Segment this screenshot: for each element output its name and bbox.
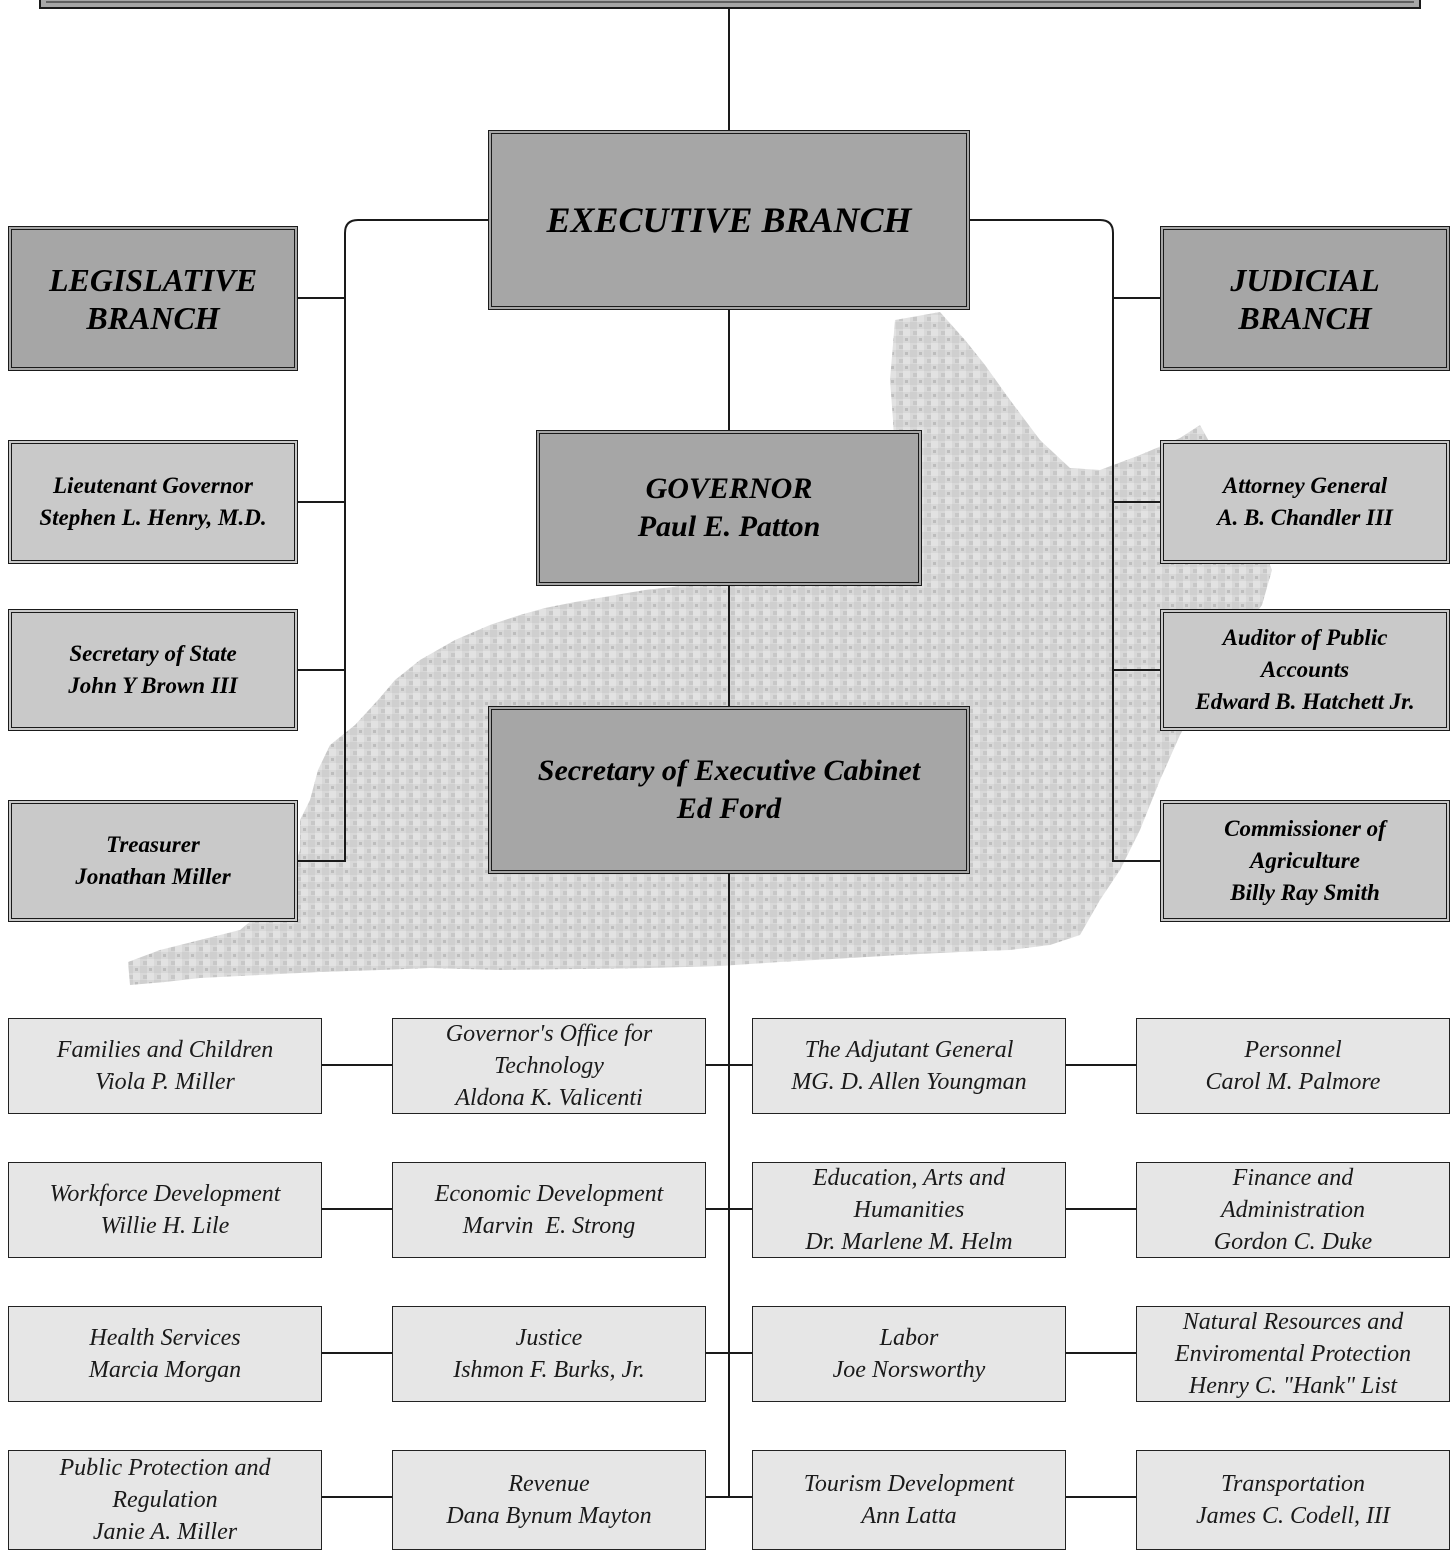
- cabinet-title: Tourism Development: [803, 1471, 1015, 1497]
- cabinet-public-protection: Public Protection and Regulation Janie A…: [8, 1450, 322, 1550]
- cabinet-secretary-name: Viola P. Miller: [95, 1069, 235, 1095]
- lieutenant-governor-name: Stephen L. Henry, M.D.: [39, 505, 267, 530]
- cabinet-secretary-name: Carol M. Palmore: [1205, 1069, 1381, 1095]
- attorney-general-name: A. B. Chandler III: [1217, 505, 1393, 530]
- kentucky-map-silhouette: [128, 312, 1272, 985]
- cabinet-secretary-name: Dana Bynum Mayton: [446, 1503, 652, 1529]
- cabinet-title: Families and Children: [56, 1037, 274, 1063]
- legislative-branch-box: LEGISLATIVE BRANCH: [8, 226, 298, 371]
- cabinet-secretary-name: Aldona K. Valicenti: [455, 1085, 643, 1111]
- cabinet-natural-resources: Natural Resources and Enviromental Prote…: [1136, 1306, 1450, 1402]
- cabinet-title: Governor's Office for: [445, 1021, 653, 1047]
- auditor-box: Auditor of Public Accounts Edward B. Hat…: [1160, 609, 1450, 731]
- cabinet-title: Humanities: [853, 1197, 965, 1223]
- cabinet-title: Workforce Development: [49, 1181, 281, 1207]
- judicial-branch-line-2: BRANCH: [1238, 299, 1372, 336]
- cabinet-title: Revenue: [508, 1471, 590, 1497]
- cabinet-adjutant-general: The Adjutant General MG. D. Allen Youngm…: [752, 1018, 1066, 1114]
- secretary-of-state-title: Secretary of State: [69, 641, 237, 666]
- cabinet-tourism: Tourism Development Ann Latta: [752, 1450, 1066, 1550]
- secretary-of-state-box: Secretary of State John Y Brown III: [8, 609, 298, 731]
- cabinet-revenue: Revenue Dana Bynum Mayton: [392, 1450, 706, 1550]
- auditor-name: Edward B. Hatchett Jr.: [1195, 689, 1415, 714]
- judicial-branch-line-1: JUDICIAL: [1230, 261, 1380, 298]
- cabinet-title: Public Protection and: [59, 1455, 271, 1481]
- cabinet-transportation: Transportation James C. Codell, III: [1136, 1450, 1450, 1550]
- cabinet-title: Regulation: [112, 1487, 218, 1513]
- governor-box: GOVERNOR Paul E. Patton: [536, 430, 922, 586]
- executive-branch-box: EXECUTIVE BRANCH: [488, 130, 970, 310]
- cabinet-title: Economic Development: [434, 1181, 664, 1207]
- cabinet-title: Education, Arts and: [812, 1165, 1006, 1191]
- agriculture-name: Billy Ray Smith: [1230, 880, 1380, 905]
- executive-branch-title: EXECUTIVE BRANCH: [546, 200, 912, 240]
- cabinet-economic-development: Economic Development Marvin E. Strong: [392, 1162, 706, 1258]
- cabinet-secretary-name: MG. D. Allen Youngman: [791, 1069, 1027, 1095]
- cabinet-title: Technology: [494, 1053, 604, 1079]
- cabinet-secretary-name: Gordon C. Duke: [1213, 1229, 1373, 1255]
- connector-lines: [297, 8, 1160, 1498]
- auditor-line-1: Auditor of Public: [1222, 625, 1388, 650]
- lieutenant-governor-title: Lieutenant Governor: [53, 473, 253, 498]
- cabinet-secretary-name: Ishmon F. Burks, Jr.: [453, 1357, 645, 1383]
- cabinet-title: Personnel: [1244, 1037, 1342, 1063]
- cabinet-title: Enviromental Protection: [1174, 1341, 1412, 1367]
- agriculture-line-2: Agriculture: [1250, 848, 1360, 873]
- legislative-branch-line-1: LEGISLATIVE: [48, 261, 258, 298]
- cabinet-secretary-name: Janie A. Miller: [92, 1519, 238, 1545]
- top-banner-box: [39, 0, 1421, 9]
- agriculture-commissioner-box: Commissioner of Agriculture Billy Ray Sm…: [1160, 800, 1450, 922]
- attorney-general-title: Attorney General: [1222, 473, 1388, 498]
- cabinet-secretary-name: James C. Codell, III: [1196, 1503, 1390, 1529]
- cabinet-secretary-name: Joe Norsworthy: [832, 1357, 986, 1383]
- cabinet-title: Transportation: [1220, 1471, 1366, 1497]
- legislative-branch-line-2: BRANCH: [86, 299, 220, 336]
- governor-title: GOVERNOR: [645, 472, 813, 505]
- cabinet-secretary-box: Secretary of Executive Cabinet Ed Ford: [488, 706, 970, 874]
- auditor-line-2: Accounts: [1260, 657, 1350, 682]
- attorney-general-box: Attorney General A. B. Chandler III: [1160, 440, 1450, 564]
- cabinet-secretary-name: Henry C. "Hank" List: [1188, 1373, 1398, 1399]
- cabinet-secretary-name: Ann Latta: [861, 1503, 957, 1529]
- lieutenant-governor-box: Lieutenant Governor Stephen L. Henry, M.…: [8, 440, 298, 564]
- cabinet-secretary-name: Marvin E. Strong: [462, 1213, 636, 1239]
- cabinet-personnel: Personnel Carol M. Palmore: [1136, 1018, 1450, 1114]
- cabinet-title: Administration: [1220, 1197, 1365, 1223]
- treasurer-title: Treasurer: [106, 832, 200, 857]
- agriculture-line-1: Commissioner of: [1224, 816, 1386, 841]
- cabinet-title: Finance and: [1232, 1165, 1354, 1191]
- cabinet-health-services: Health Services Marcia Morgan: [8, 1306, 322, 1402]
- cabinet-families-children: Families and Children Viola P. Miller: [8, 1018, 322, 1114]
- cabinet-secretary-title: Secretary of Executive Cabinet: [537, 754, 921, 787]
- secretary-of-state-name: John Y Brown III: [68, 673, 238, 698]
- cabinet-title: Labor: [879, 1325, 939, 1351]
- cabinet-secretary-name: Marcia Morgan: [88, 1357, 242, 1383]
- judicial-branch-box: JUDICIAL BRANCH: [1160, 226, 1450, 371]
- cabinet-secretary-name: Dr. Marlene M. Helm: [805, 1229, 1013, 1255]
- cabinet-title: Natural Resources and: [1182, 1309, 1404, 1335]
- cabinet-finance: Finance and Administration Gordon C. Duk…: [1136, 1162, 1450, 1258]
- treasurer-box: Treasurer Jonathan Miller: [8, 800, 298, 922]
- governor-name: Paul E. Patton: [637, 510, 821, 543]
- cabinet-secretary-name: Willie H. Lile: [100, 1213, 230, 1239]
- cabinet-justice: Justice Ishmon F. Burks, Jr.: [392, 1306, 706, 1402]
- cabinet-title: Justice: [515, 1325, 583, 1351]
- treasurer-name: Jonathan Miller: [75, 864, 231, 889]
- cabinet-title: Health Services: [89, 1325, 241, 1351]
- cabinet-education: Education, Arts and Humanities Dr. Marle…: [752, 1162, 1066, 1258]
- cabinet-workforce: Workforce Development Willie H. Lile: [8, 1162, 322, 1258]
- cabinet-title: The Adjutant General: [804, 1037, 1014, 1063]
- cabinet-labor: Labor Joe Norsworthy: [752, 1306, 1066, 1402]
- cabinet-secretary-name: Ed Ford: [676, 792, 782, 825]
- cabinet-technology: Governor's Office for Technology Aldona …: [392, 1018, 706, 1114]
